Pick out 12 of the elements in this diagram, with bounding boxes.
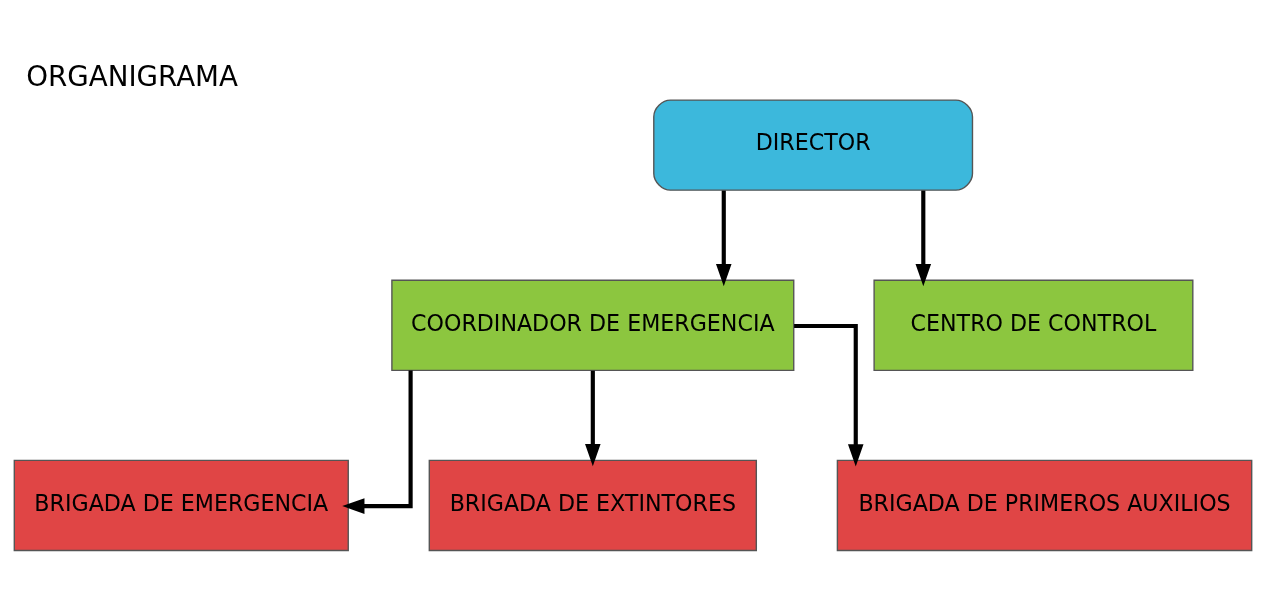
arrow [342,369,413,514]
node-box: BRIGADA DE PRIMEROS AUXILIOS [836,459,1253,551]
node-box: CENTRO DE CONTROL [873,279,1194,371]
node-box: COORDINADOR DE EMERGENCIA [391,279,795,371]
arrow [585,370,601,466]
node-box: BRIGADA DE EXTINTORES [428,459,758,551]
diagram-title: ORGANIGRAMA [26,59,238,93]
arrow [715,190,732,286]
node-box: BRIGADA DE EMERGENCIA [13,459,349,551]
node-box: DIRECTOR [653,98,974,191]
arrow [915,190,932,286]
arrow [794,323,864,466]
